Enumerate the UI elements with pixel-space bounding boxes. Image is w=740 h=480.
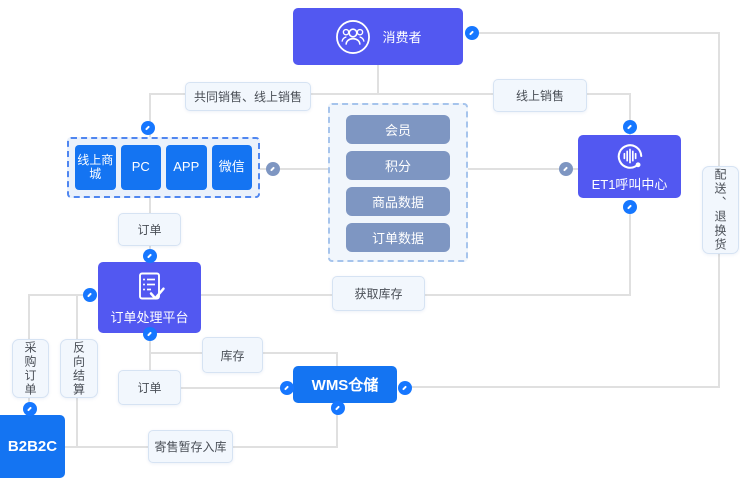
mall-item-pc[interactable]: PC bbox=[120, 145, 161, 190]
anchor-dot-wms-left[interactable] bbox=[280, 381, 294, 395]
anchor-dot-wms-right[interactable] bbox=[398, 381, 412, 395]
anchor-dot-mall-top[interactable] bbox=[141, 121, 155, 135]
chip-purchase-order[interactable]: 采购订单 bbox=[12, 339, 49, 398]
chip-online-sales[interactable]: 线上销售 bbox=[493, 79, 587, 112]
connector-line bbox=[629, 207, 631, 296]
connector-line bbox=[150, 93, 631, 95]
chip-consignment-inbound[interactable]: 寄售暂存入库 bbox=[148, 430, 233, 463]
chip-stock[interactable]: 库存 bbox=[202, 337, 263, 373]
connector-line bbox=[629, 93, 631, 136]
anchor-dot-callcenter-top[interactable] bbox=[623, 120, 637, 134]
anchor-dot-b2b2c-top[interactable] bbox=[23, 402, 37, 416]
chip-order-bottom[interactable]: 订单 bbox=[118, 370, 181, 405]
connector-line bbox=[468, 168, 578, 170]
node-wms[interactable]: WMS仓储 bbox=[293, 366, 397, 403]
data-item-points[interactable]: 积分 bbox=[346, 151, 450, 180]
chip-get-stock[interactable]: 获取库存 bbox=[332, 276, 425, 311]
data-item-order-data[interactable]: 订单数据 bbox=[346, 223, 450, 252]
connector-line bbox=[377, 65, 379, 94]
connector-line bbox=[260, 168, 330, 170]
anchor-dot-orderplatform-left[interactable] bbox=[83, 288, 97, 302]
mall-item-online-mall[interactable]: 线上商城 bbox=[75, 145, 116, 190]
data-item-product-data[interactable]: 商品数据 bbox=[346, 187, 450, 216]
group-data-center[interactable]: 会员 积分 商品数据 订单数据 bbox=[328, 103, 468, 262]
chip-order-top[interactable]: 订单 bbox=[118, 213, 181, 246]
node-wms-label: WMS仓储 bbox=[311, 377, 379, 394]
connector-line bbox=[150, 387, 293, 389]
node-order-platform-label: 订单处理平台 bbox=[110, 309, 189, 325]
anchor-dot-wms-bottom[interactable] bbox=[331, 401, 345, 415]
group-online-mall[interactable]: 线上商城 PC APP 微信 bbox=[67, 137, 260, 198]
node-b2b2c[interactable]: B2B2C bbox=[0, 415, 65, 478]
anchor-dot-consumer-right[interactable] bbox=[465, 26, 479, 40]
connector-line bbox=[29, 294, 90, 296]
chip-joint-online-sales[interactable]: 共同销售、线上销售 bbox=[185, 82, 311, 111]
anchor-dot-callcenter-bottom[interactable] bbox=[623, 200, 637, 214]
mall-item-app[interactable]: APP bbox=[166, 145, 207, 190]
voice-wave-icon bbox=[615, 141, 645, 171]
connector-line bbox=[405, 386, 720, 388]
node-b2b2c-label: B2B2C bbox=[7, 438, 58, 455]
node-consumer[interactable]: 消费者 bbox=[293, 8, 463, 65]
anchor-dot-orderplatform-top[interactable] bbox=[143, 249, 157, 263]
people-circle-icon bbox=[334, 18, 372, 56]
data-item-member[interactable]: 会员 bbox=[346, 115, 450, 144]
node-order-platform[interactable]: 订单处理平台 bbox=[98, 262, 201, 333]
chip-delivery-returns[interactable]: 配送、退换货 bbox=[702, 166, 739, 254]
mall-item-wechat[interactable]: 微信 bbox=[211, 145, 252, 190]
anchor-dot-callcenter-left[interactable] bbox=[559, 162, 573, 176]
node-call-center[interactable]: ET1呼叫中心 bbox=[578, 135, 681, 198]
anchor-dot-orderplatform-bottom[interactable] bbox=[143, 327, 157, 341]
node-consumer-label: 消费者 bbox=[382, 30, 422, 45]
checklist-icon bbox=[132, 270, 168, 304]
anchor-dot-mall-right[interactable] bbox=[266, 162, 280, 176]
connector-line bbox=[149, 93, 151, 138]
connector-line bbox=[149, 333, 151, 389]
connector-line bbox=[471, 32, 720, 34]
chip-reverse-settlement[interactable]: 反向结算 bbox=[60, 339, 98, 398]
node-call-center-label: ET1呼叫中心 bbox=[591, 176, 668, 192]
